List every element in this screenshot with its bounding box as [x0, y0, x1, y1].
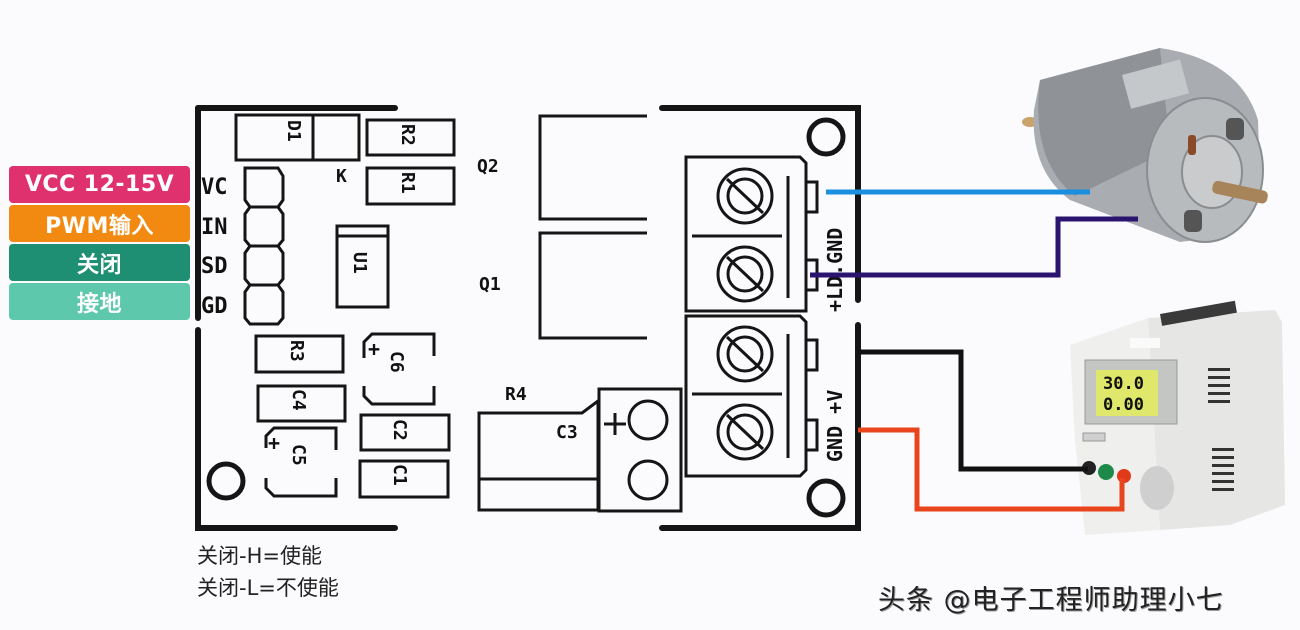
motor-terminal-tab-1	[804, 180, 819, 214]
board-edge-bottom-right	[659, 322, 861, 531]
label-power-terminal: GND +V	[823, 390, 847, 462]
label-r2: R2	[397, 124, 418, 146]
pin-label-shutdown: 关闭	[9, 244, 190, 281]
note-enable-high: 关闭-H=使能	[197, 544, 322, 568]
label-d1: D1	[283, 120, 304, 142]
screw-outer-2	[716, 245, 774, 303]
pin-label-ground-text: 接地	[76, 291, 122, 317]
watermark: 头条 @电子工程师助理小七	[878, 585, 1224, 616]
note-enable-low: 关闭-L=不使能	[197, 576, 339, 600]
header-label-sd: SD	[201, 254, 228, 279]
wire-motor-plus	[810, 216, 1138, 278]
pin-label-vcc: VCC 12-15V	[9, 166, 190, 203]
c6-outline-bottom	[362, 386, 436, 406]
screw-outer-3	[716, 325, 774, 383]
label-c1: C1	[389, 464, 410, 486]
c5-plus-sign: +	[268, 431, 280, 455]
psu-ground-post	[1098, 464, 1114, 480]
label-r1: R1	[397, 172, 418, 194]
screw-outer-1	[716, 167, 774, 225]
screw-slot-2	[725, 255, 765, 293]
screw-inner-3	[726, 335, 764, 373]
board-outline	[195, 105, 861, 531]
pin-label-pwm: PWM输入	[9, 205, 190, 242]
power-terminal-block	[684, 314, 808, 478]
board-edge-top-right	[659, 105, 861, 303]
c3-footprint	[597, 387, 683, 513]
power-terminal-tab-2	[804, 418, 819, 452]
c6-outline-top	[362, 332, 436, 358]
board-edge-bottom-left	[195, 327, 398, 531]
label-q1: Q1	[479, 274, 501, 295]
screw-inner-4	[726, 413, 764, 451]
label-c4: C4	[288, 389, 309, 411]
label-c5: C5	[288, 444, 309, 466]
r4-footprint	[477, 398, 600, 512]
label-q2: Q2	[477, 156, 499, 177]
pin-label-shutdown-text: 关闭	[76, 252, 122, 278]
c3-plus-sign	[604, 413, 626, 435]
header-pin-in	[243, 205, 285, 248]
label-c2: C2	[389, 419, 410, 441]
c6-plus-sign: +	[368, 337, 380, 361]
c4-footprint	[256, 384, 347, 423]
screw-outer-4	[716, 403, 774, 461]
c3-pad-plus	[627, 399, 669, 441]
r3-footprint	[254, 334, 345, 374]
label-c3: C3	[556, 422, 578, 443]
label-r4: R4	[505, 384, 527, 405]
header-pin-gd	[243, 283, 285, 326]
pin-label-ground: 接地	[9, 283, 190, 320]
label-u1: U1	[349, 252, 370, 274]
mounting-hole-bottom-left	[206, 461, 246, 501]
pin-label-vcc-text: VCC 12-15V	[24, 172, 175, 197]
mounting-hole-top-right	[806, 117, 846, 157]
u1-footprint	[335, 224, 390, 309]
screw-slot-1	[725, 177, 765, 215]
psu-voltage-readout: 30.0	[1103, 374, 1144, 394]
q1-footprint	[538, 231, 647, 340]
c3-pad-minus	[627, 459, 669, 501]
header-pin-sd	[243, 244, 285, 287]
c5-outline-bottom	[264, 478, 338, 498]
dc-motor-image	[1022, 48, 1268, 243]
label-k: K	[336, 166, 347, 187]
pin-label-pwm-text: PWM输入	[45, 213, 154, 239]
label-motor-terminal: +LD.GND	[823, 228, 847, 312]
motor-terminal-block	[684, 155, 808, 313]
label-r3: R3	[286, 340, 307, 362]
screw-slot-3	[725, 335, 765, 373]
c2-footprint	[359, 413, 451, 452]
header-label-vc: VC	[201, 175, 228, 200]
power-supply-image: 30.0 0.00	[1070, 300, 1285, 535]
c5-outline-top	[264, 426, 338, 450]
mounting-hole-bottom-right	[806, 478, 846, 518]
power-terminal-tab-1	[804, 338, 819, 372]
psu-current-readout: 0.00	[1103, 395, 1144, 415]
wire-power-plus	[858, 349, 1088, 472]
psu-vent-text	[1208, 368, 1234, 491]
screw-inner-2	[726, 255, 764, 293]
header-pin-vc	[243, 166, 285, 209]
header-label-gd: GD	[201, 294, 228, 319]
c1-footprint	[358, 459, 450, 499]
r1-footprint	[365, 166, 456, 206]
wire-power-gnd	[858, 427, 1125, 512]
screw-slot-4	[725, 413, 765, 451]
label-c6: C6	[386, 351, 407, 373]
header-label-in: IN	[201, 215, 228, 240]
d1-footprint	[234, 113, 361, 162]
psu-knob	[1140, 466, 1174, 510]
r2-footprint	[365, 118, 456, 157]
q2-footprint	[538, 114, 647, 221]
screw-inner-1	[726, 177, 764, 215]
